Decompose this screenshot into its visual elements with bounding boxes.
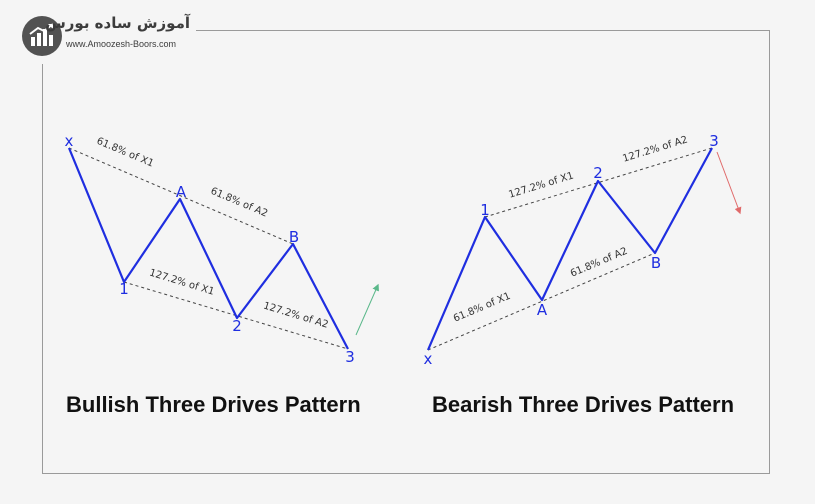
bullish-annotation-bottom-1: 127.2% of X1 xyxy=(148,268,216,298)
bearish-point-x-label: x xyxy=(424,350,433,368)
bullish-up-arrow xyxy=(355,283,379,336)
bearish-point-2-label: 2 xyxy=(593,164,603,182)
bearish-bottom-guide-line xyxy=(427,252,656,351)
bullish-point-a-label: A xyxy=(176,183,187,201)
bar-chart-growth-icon xyxy=(29,23,54,46)
logo-title: آموزش ساده بورس xyxy=(45,14,190,32)
bullish-pattern: x 1 A 2 B 3 61.8% of X1 61.8% of A2 127.… xyxy=(65,132,379,366)
bearish-pattern-line xyxy=(426,147,713,351)
bearish-annotation-bottom-2: 61.8% of A2 xyxy=(569,246,629,280)
bullish-point-1-label: 1 xyxy=(119,280,129,298)
bearish-point-a-label: A xyxy=(537,301,548,319)
bearish-annotation-bottom-1: 61.8% of X1 xyxy=(452,291,512,325)
bearish-annotation-top-1: 127.2% of X1 xyxy=(507,171,575,201)
bullish-annotation-top-2: 61.8% of A2 xyxy=(209,186,269,220)
bullish-pattern-line xyxy=(67,147,349,350)
bullish-annotation-bottom-2: 127.2% of A2 xyxy=(262,301,330,331)
bullish-caption: Bullish Three Drives Pattern xyxy=(66,392,361,417)
logo-url: www.Amoozesh-Boors.com xyxy=(66,39,177,49)
bearish-point-3-label: 3 xyxy=(709,132,719,150)
bearish-down-arrow xyxy=(716,151,742,215)
bearish-point-b-label: B xyxy=(651,254,661,272)
bearish-point-1-label: 1 xyxy=(480,201,490,219)
bullish-point-2-label: 2 xyxy=(232,317,242,335)
logo-badge xyxy=(22,16,62,56)
bearish-annotation-top-2: 127.2% of A2 xyxy=(621,135,689,165)
bullish-top-guide-line xyxy=(68,147,294,245)
bullish-annotation-top-1: 61.8% of X1 xyxy=(95,136,155,170)
bearish-caption: Bearish Three Drives Pattern xyxy=(432,392,735,417)
bullish-point-x-label: x xyxy=(65,132,74,150)
bullish-point-b-label: B xyxy=(289,228,299,246)
diagram-frame xyxy=(42,30,770,474)
bearish-pattern: x 1 A 2 B 3 61.8% of X1 61.8% of A2 127.… xyxy=(424,132,742,368)
bullish-point-3-label: 3 xyxy=(345,348,355,366)
